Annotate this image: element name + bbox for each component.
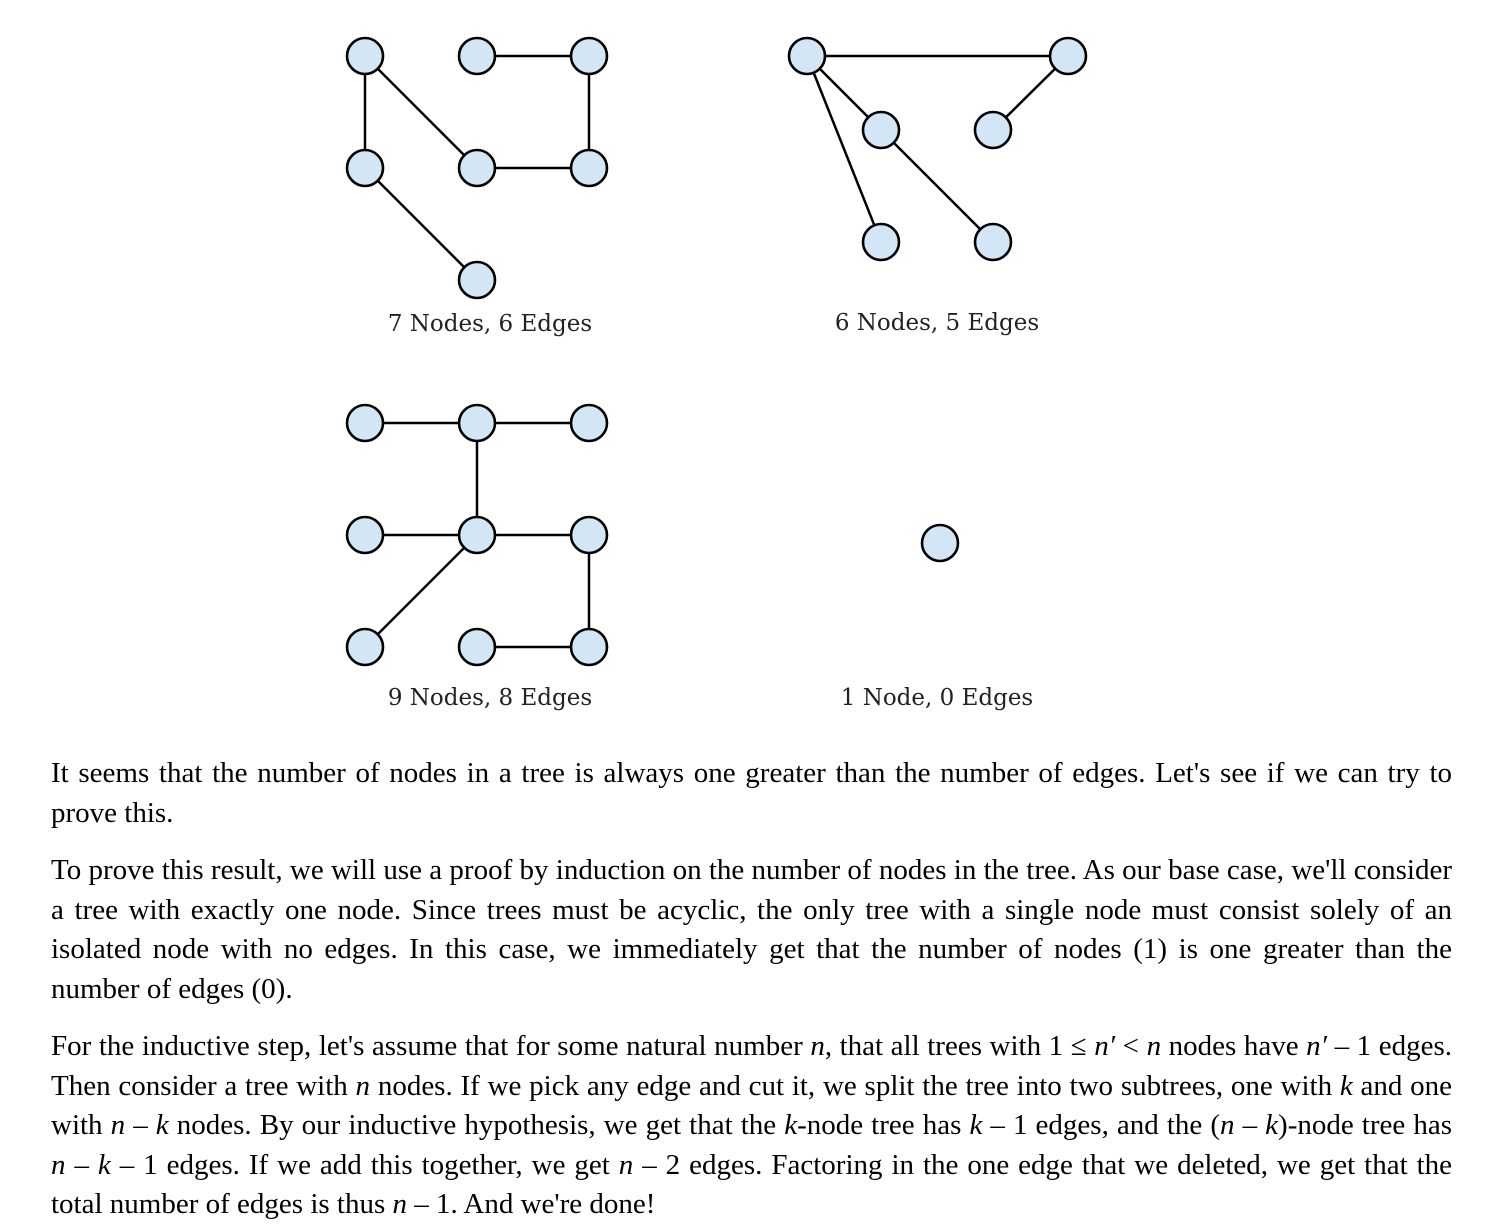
tree-figure-9-nodes: 9 Nodes, 8 Edges bbox=[345, 403, 609, 711]
math-variable: k bbox=[97, 1148, 111, 1181]
text-run: and one with bbox=[51, 1069, 1452, 1142]
math-variable: n bbox=[1146, 1030, 1162, 1062]
text-run: – 1 edges, and the ( bbox=[982, 1109, 1221, 1141]
proof-text: It seems that the number of nodes in a t… bbox=[51, 754, 1452, 1225]
tree-figure-6-nodes: 6 Nodes, 5 Edges bbox=[787, 36, 1088, 336]
text-run: < bbox=[1115, 1030, 1147, 1062]
text-run: , that all trees with 1 ≤ bbox=[824, 1030, 1095, 1062]
text-run: – bbox=[125, 1109, 156, 1141]
math-variable: k bbox=[969, 1109, 983, 1141]
text-run: nodes have bbox=[1161, 1030, 1307, 1062]
node bbox=[345, 627, 385, 667]
math-variable: n bbox=[810, 1030, 825, 1062]
node bbox=[861, 222, 901, 262]
text-run: – 2 edges. Factoring in the one edge tha… bbox=[51, 1148, 1453, 1221]
figure-caption: 1 Node, 0 Edges bbox=[841, 685, 1033, 711]
math-variable: n bbox=[392, 1188, 408, 1220]
math-variable: k bbox=[1265, 1109, 1279, 1141]
node bbox=[345, 36, 385, 76]
figure-caption: 9 Nodes, 8 Edges bbox=[388, 685, 592, 711]
node bbox=[569, 515, 609, 555]
math-variable: n bbox=[51, 1148, 66, 1181]
paragraph-inductive-step: For the inductive step, let's assume tha… bbox=[51, 1027, 1452, 1225]
edge bbox=[880, 129, 994, 243]
text-run: )-node tree has bbox=[1278, 1109, 1452, 1141]
node bbox=[457, 403, 497, 443]
node bbox=[457, 36, 497, 76]
text-run: -node tree has bbox=[797, 1109, 970, 1141]
node bbox=[457, 515, 497, 555]
text-run: – bbox=[1234, 1109, 1266, 1141]
math-variable: n bbox=[618, 1148, 634, 1181]
math-variable: k bbox=[784, 1109, 798, 1141]
node bbox=[787, 36, 827, 76]
math-variable: k bbox=[1339, 1069, 1353, 1102]
node bbox=[973, 222, 1013, 262]
node bbox=[569, 627, 609, 667]
paragraph-observation: It seems that the number of nodes in a t… bbox=[51, 757, 1452, 829]
tree-figure-1-node: 1 Node, 0 Edges bbox=[841, 523, 1033, 711]
node bbox=[457, 627, 497, 667]
text-run: nodes. If we pick any edge and cut it, w… bbox=[370, 1069, 1340, 1102]
math-variable: k bbox=[155, 1109, 169, 1141]
figure-caption: 6 Nodes, 5 Edges bbox=[835, 310, 1039, 336]
node bbox=[457, 148, 497, 188]
text-run: For the inductive step, let's assume tha… bbox=[51, 1030, 811, 1062]
edge bbox=[364, 534, 478, 648]
paragraph-base-case: To prove this result, we will use a proo… bbox=[51, 854, 1452, 1005]
node bbox=[345, 515, 385, 555]
math-variable: n bbox=[1220, 1109, 1235, 1141]
math-variable: n′ bbox=[1094, 1030, 1116, 1062]
text-run: nodes. By our inductive hypothesis, we g… bbox=[168, 1109, 785, 1141]
node bbox=[569, 36, 609, 76]
node bbox=[861, 110, 901, 150]
node bbox=[973, 110, 1013, 150]
node bbox=[345, 403, 385, 443]
edge bbox=[364, 55, 478, 169]
edge bbox=[364, 167, 478, 281]
edge bbox=[805, 55, 883, 243]
math-variable: n′ bbox=[1306, 1030, 1328, 1062]
tree-figure-7-nodes: 7 Nodes, 6 Edges bbox=[345, 36, 609, 337]
node bbox=[457, 260, 497, 300]
math-variable: n bbox=[110, 1109, 126, 1141]
node bbox=[1048, 36, 1088, 76]
node bbox=[569, 148, 609, 188]
node bbox=[569, 403, 609, 443]
node bbox=[345, 148, 385, 188]
text-run: – 1 edges. Then consider a tree with bbox=[51, 1030, 1452, 1102]
tree-figures: 7 Nodes, 6 Edges 6 Nodes, 5 Edges 9 Node… bbox=[345, 36, 1088, 711]
text-run: – 1. And we're done! bbox=[407, 1188, 656, 1220]
text-run: – bbox=[65, 1148, 98, 1181]
text-run: – 1 edges. If we add this together, we g… bbox=[110, 1148, 619, 1181]
node bbox=[920, 523, 960, 563]
math-variable: n bbox=[355, 1069, 371, 1102]
figure-caption: 7 Nodes, 6 Edges bbox=[388, 311, 592, 337]
